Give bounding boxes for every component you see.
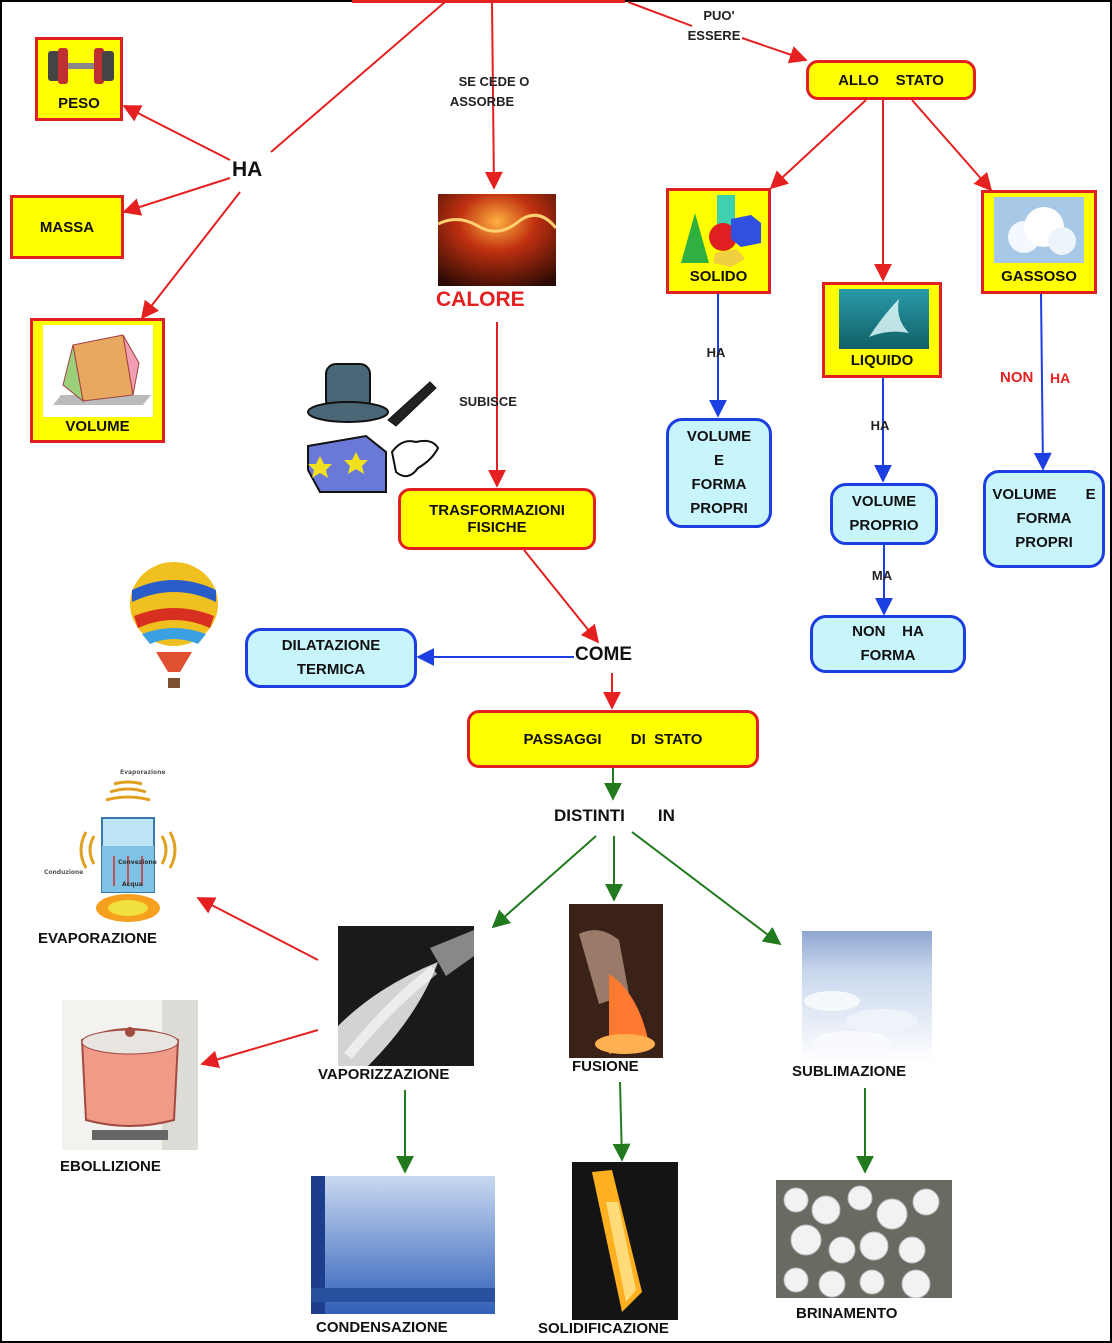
node-liquido: LIQUIDO: [822, 282, 942, 378]
dilatazione-line2: TERMICA: [296, 661, 366, 678]
gassoso-label: GASSOSO: [1001, 268, 1077, 285]
dilatazione-line1: DILATAZIONE: [281, 637, 381, 654]
steam-iron-image: [338, 926, 474, 1066]
link-puo: [627, 1, 693, 27]
liquido-noforma-line1: NON HA: [852, 623, 924, 640]
node-ha: HA: [232, 158, 263, 181]
gassoso-prop-line2: FORMA: [1016, 510, 1072, 527]
prism-icon: [43, 325, 153, 417]
caption-condensazione: CONDENSAZIONE: [316, 1319, 448, 1336]
molten-metal-image: [569, 904, 663, 1058]
node-allo-stato: ALLO STATO: [806, 60, 976, 100]
label-non: NON: [1000, 369, 1034, 386]
evap-label-acqua: Acqua: [122, 881, 143, 888]
hot-air-balloon-icon: [130, 562, 218, 688]
solido-properties: VOLUME E FORMA PROPRI: [666, 418, 772, 528]
node-distinti: DISTINTI IN: [554, 806, 675, 825]
solido-prop-line3: FORMA: [691, 476, 747, 493]
boiling-pot-image: [62, 1000, 198, 1150]
evap-label-conduzione: Conduzione: [44, 869, 83, 876]
node-peso: PESO: [35, 37, 123, 121]
gassoso-prop-line1: VOLUME E: [992, 486, 1096, 503]
node-solido: SOLIDO: [666, 188, 771, 294]
caption-evaporazione: EVAPORAZIONE: [38, 930, 157, 947]
liquido-noforma-line2: FORMA: [860, 647, 916, 664]
label-se-cede: SE CEDE O: [458, 74, 530, 89]
label-ma: MA: [871, 568, 893, 583]
solido-prop-line4: PROPRI: [690, 500, 748, 517]
node-volume: VOLUME: [30, 318, 165, 443]
dumbbell-icon: [48, 48, 114, 84]
label-ha-solido: HA: [706, 345, 726, 360]
label-assorbe: ASSORBE: [449, 94, 515, 109]
evap-label-evaporazione: Evaporazione: [120, 769, 166, 776]
caption-brinamento: BRINAMENTO: [796, 1305, 898, 1322]
node-gassoso: GASSOSO: [981, 190, 1097, 294]
label-subisce: SUBISCE: [459, 394, 517, 409]
label-puo: PUO': [703, 8, 735, 23]
solido-label: SOLIDO: [689, 268, 748, 285]
node-dilatazione: DILATAZIONE TERMICA: [245, 628, 417, 688]
arrow-to-evaporazione: [196, 897, 319, 961]
solids-icon: [681, 195, 761, 267]
hot-blade-image: [572, 1162, 678, 1320]
caption-sublimazione: SUBLIMAZIONE: [792, 1063, 907, 1080]
node-massa: MASSA: [10, 195, 124, 259]
volume-label: VOLUME: [65, 418, 130, 435]
node-trasformazioni: TRASFORMAZIONI FISICHE: [398, 488, 596, 550]
caption-vaporizzazione: VAPORIZZAZIONE: [318, 1066, 450, 1083]
node-passaggi: PASSAGGI DI STATO: [467, 710, 759, 768]
liquido-prop-line1: VOLUME: [851, 493, 917, 510]
label-ha-liquido: HA: [870, 418, 890, 433]
arrow-to-gassoso: [911, 99, 993, 192]
arrow-ha-peso: [122, 105, 231, 161]
arrow-to-vaporizzazione: [491, 835, 597, 929]
arrow-ha-massa: [122, 177, 231, 216]
evaporation-image: Evaporazione Conduzione Convezione Acqua: [44, 769, 177, 922]
gassoso-properties: VOLUME E FORMA PROPRI: [983, 470, 1105, 568]
clouds-image: [994, 197, 1084, 263]
label-ha-gas: HA: [1050, 370, 1071, 386]
massa-label: MASSA: [39, 218, 95, 236]
foggy-window-image: [311, 1176, 495, 1314]
peso-label: PESO: [58, 95, 100, 112]
evap-label-convezione: Convezione: [118, 859, 157, 866]
node-calore: CALORE: [436, 288, 525, 311]
node-come: COME: [575, 644, 632, 665]
liquido-properties: VOLUME PROPRIO: [830, 483, 938, 545]
arrow-to-solido: [769, 99, 867, 190]
cloud-sea-image: [802, 931, 932, 1063]
arrow-ha-volume: [140, 191, 241, 320]
trasformazioni-line2: FISICHE: [467, 519, 527, 536]
caption-ebollizione: EBOLLIZIONE: [60, 1158, 161, 1175]
liquido-label: LIQUIDO: [850, 352, 914, 369]
liquido-no-forma: NON HA FORMA: [810, 615, 966, 673]
water-splash-image: [839, 289, 929, 349]
caption-fusione: FUSIONE: [572, 1058, 639, 1075]
arrow-gassoso-props: [1033, 293, 1052, 471]
solido-prop-line1: VOLUME: [686, 428, 752, 445]
gassoso-prop-line3: PROPRI: [1015, 534, 1073, 551]
magic-hat-icon: [307, 363, 440, 493]
arrow-to-ebollizione: [200, 1029, 319, 1069]
hailstones-image: [776, 1180, 952, 1298]
liquido-prop-line2: PROPRIO: [849, 517, 919, 534]
arrow-to-calore: [484, 1, 503, 190]
solido-prop-line2: E: [713, 452, 724, 469]
label-essere: ESSERE: [687, 28, 741, 43]
arrow-to-come: [523, 549, 600, 644]
arrow-to-sublimazione: [631, 831, 782, 946]
link-to-ha: [270, 1, 446, 153]
caption-solidificazione: SOLIDIFICAZIONE: [538, 1320, 669, 1337]
arrow-to-allo-stato: [741, 37, 808, 64]
arrow-to-solidificazione: [612, 1081, 631, 1162]
fire-image: [438, 194, 556, 286]
trasformazioni-line1: TRASFORMAZIONI: [429, 502, 565, 519]
